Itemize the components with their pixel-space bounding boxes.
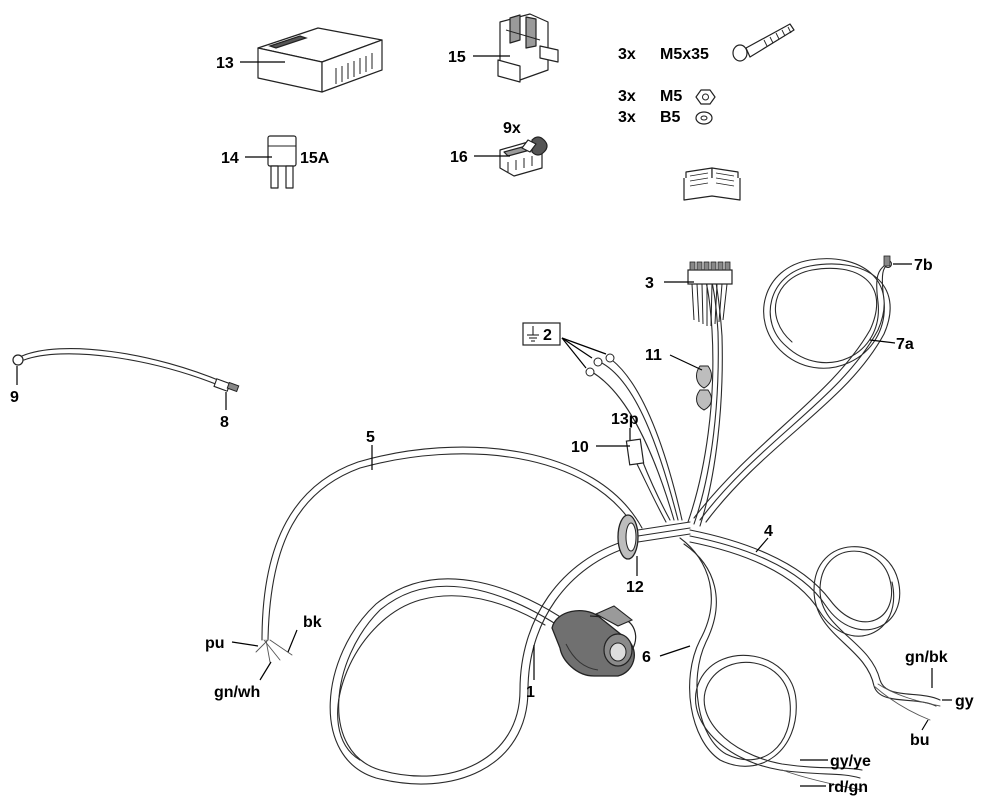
washer-qty: 3x	[618, 109, 636, 126]
part-label-9: 9	[10, 389, 19, 406]
part-label-13p: 13p	[611, 411, 639, 428]
part-label-7a: 7a	[896, 336, 914, 353]
bolt-qty: 3x	[618, 46, 636, 63]
wire-color-bu: bu	[910, 732, 930, 749]
cable-1	[329, 539, 633, 785]
ground-leads-2	[585, 353, 683, 521]
wire-color-rd-gn: rd/gn	[828, 779, 868, 796]
wire-color-bk: bk	[303, 614, 322, 631]
washer-icon	[695, 111, 713, 125]
cable-11	[687, 281, 723, 527]
nut-qty: 3x	[618, 88, 636, 105]
control-module-icon	[257, 27, 383, 93]
part-label-11: 11	[645, 347, 662, 364]
part-label-15: 15	[448, 49, 466, 66]
wire-color-gn-bk: gn/bk	[905, 649, 948, 666]
cable-7a	[693, 255, 892, 523]
part-label-3: 3	[645, 275, 654, 292]
main-trunk	[637, 521, 691, 543]
nut-name: M5	[660, 88, 682, 105]
fuse-icon	[267, 135, 297, 189]
relay-holder-icon	[497, 13, 559, 83]
ground-wire	[12, 348, 240, 393]
part-label-16: 16	[450, 149, 468, 166]
part-label-1: 1	[526, 684, 535, 701]
wire-color-gy-ye: gy/ye	[830, 753, 871, 770]
connector-3	[687, 261, 733, 327]
wire-color-pu: pu	[205, 635, 225, 652]
wire-color-gy: gy	[955, 693, 974, 710]
part-label-5: 5	[366, 429, 375, 446]
part-label-4: 4	[764, 523, 773, 540]
fuse-rating: 15A	[300, 150, 330, 167]
part-label-14: 14	[221, 150, 239, 167]
part-label-7b: 7b	[914, 257, 933, 274]
bolt-name: M5x35	[660, 46, 709, 63]
part-label-8: 8	[220, 414, 229, 431]
ground-symbol-icon	[522, 322, 561, 346]
bolt-icon	[732, 23, 795, 62]
part-label-9x: 9x	[503, 120, 521, 137]
grommet-icon	[617, 514, 639, 560]
wire-color-gn-wh: gn/wh	[214, 684, 260, 701]
cable-6	[679, 537, 863, 791]
cable-5	[255, 446, 643, 663]
cable-4	[689, 529, 941, 721]
terminal-block-icon	[499, 136, 548, 177]
nut-icon	[695, 89, 716, 105]
washer-name: B5	[660, 109, 681, 126]
cable-10	[625, 438, 671, 523]
part-label-10: 10	[571, 439, 589, 456]
manual-book-icon	[683, 167, 741, 201]
part-label-6: 6	[642, 649, 651, 666]
part-label-12: 12	[626, 579, 644, 596]
part-label-13: 13	[216, 55, 234, 72]
part-label-2: 2	[543, 327, 552, 344]
trailer-socket-icon	[551, 605, 637, 677]
